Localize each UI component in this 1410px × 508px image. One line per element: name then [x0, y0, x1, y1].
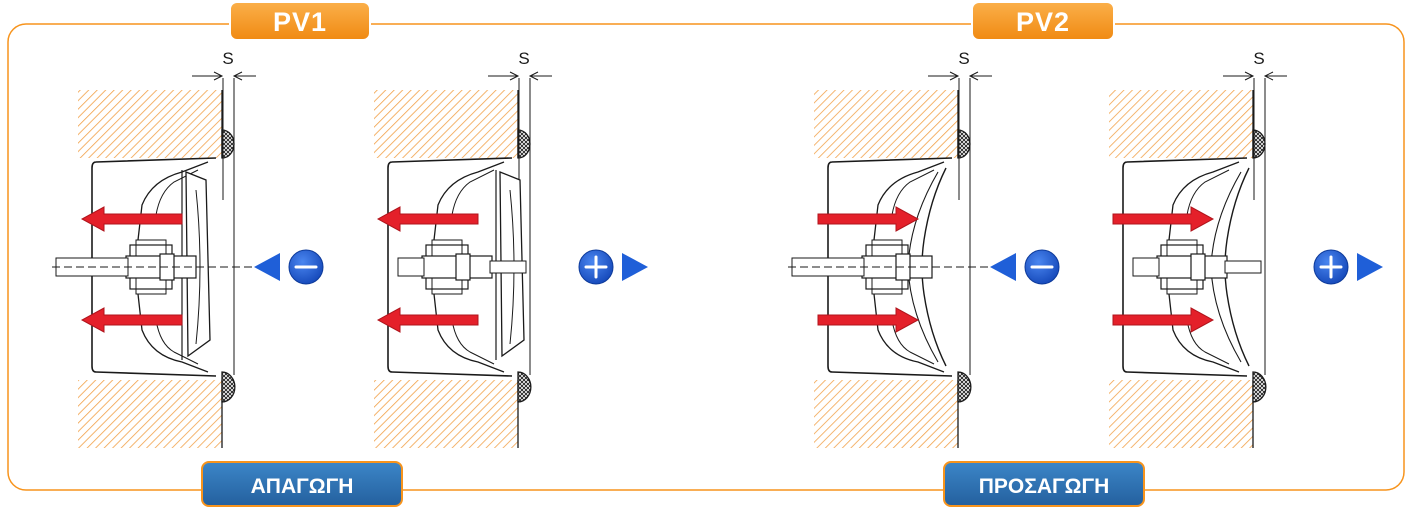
valve-collar [1168, 161, 1240, 373]
right-triangle-icon [1357, 253, 1383, 281]
gap-arrow-left [928, 71, 960, 81]
wall-bottom [78, 380, 222, 448]
seal-bottom [1252, 371, 1267, 403]
airflow-arrow-lower [817, 307, 920, 333]
valve-collar [873, 161, 945, 373]
valve-panel-pv2-plus: S [1109, 49, 1383, 448]
valve-housing [1122, 157, 1248, 377]
airflow-arrow-upper [817, 206, 920, 232]
valve-panel-pv1-minus: S [52, 49, 324, 448]
seal-bottom [221, 371, 236, 403]
airflow-arrow-upper [80, 206, 183, 232]
wall-top [1109, 90, 1253, 158]
plus-glyph [584, 255, 608, 279]
tag-pv1-label: PV1 [273, 7, 327, 37]
tag-exhaust: ΑΠΑΓΩΓΗ [201, 461, 403, 507]
valve-housing [387, 157, 513, 377]
airflow-arrow-lower [80, 307, 183, 333]
spindle-nut [455, 253, 471, 281]
tag-supply-label: ΠΡΟΣΑΓΩΓΗ [979, 475, 1110, 498]
gap-label: S [222, 49, 233, 68]
gap-arrow-right [1263, 71, 1287, 81]
wall-top [374, 90, 518, 158]
gap-arrow-right [968, 71, 992, 81]
tag-pv1: PV1 [229, 1, 371, 41]
seal-top [221, 129, 235, 159]
airflow-arrow-lower [376, 307, 479, 333]
tag-pv2: PV2 [971, 1, 1115, 41]
wall-top [78, 90, 222, 158]
seal-top [517, 129, 531, 159]
gap-label: S [518, 49, 529, 68]
outer-frame [7, 23, 1405, 491]
seal-top [957, 129, 971, 159]
wall-bottom [374, 380, 518, 448]
gap-label: S [958, 49, 969, 68]
valve-panel-pv2-minus: S [788, 49, 1060, 448]
spindle-stub [1132, 257, 1160, 277]
seal-bottom [957, 371, 972, 403]
left-triangle-icon [254, 253, 280, 281]
plus-glyph [1319, 255, 1343, 279]
valve-collar [433, 161, 505, 373]
spindle-front [1224, 260, 1262, 274]
gap-arrow-left [192, 71, 224, 81]
wall-top [814, 90, 958, 158]
tag-supply: ΠΡΟΣΑΓΩΓΗ [943, 461, 1145, 507]
valve-panel-pv1-plus: S [374, 49, 648, 448]
airflow-arrow-upper [376, 206, 479, 232]
gap-arrow-right [528, 71, 552, 81]
tag-pv2-label: PV2 [1016, 7, 1070, 37]
spindle-front [489, 260, 527, 274]
spindle-stub [397, 257, 425, 277]
gap-arrow-left [488, 71, 520, 81]
gap-arrow-left [1223, 71, 1255, 81]
gap-label: S [1253, 49, 1264, 68]
left-triangle-icon [990, 253, 1016, 281]
seal-bottom [517, 371, 532, 403]
right-triangle-icon [622, 253, 648, 281]
gap-arrow-right [232, 71, 256, 81]
spindle-nut [1190, 253, 1206, 281]
airflow-arrow-lower [1112, 307, 1215, 333]
tag-exhaust-label: ΑΠΑΓΩΓΗ [251, 475, 354, 498]
valve-disc [185, 171, 211, 358]
airflow-arrow-upper [1112, 206, 1215, 232]
wall-bottom [1109, 380, 1253, 448]
wall-bottom [814, 380, 958, 448]
seal-top [1252, 129, 1266, 159]
